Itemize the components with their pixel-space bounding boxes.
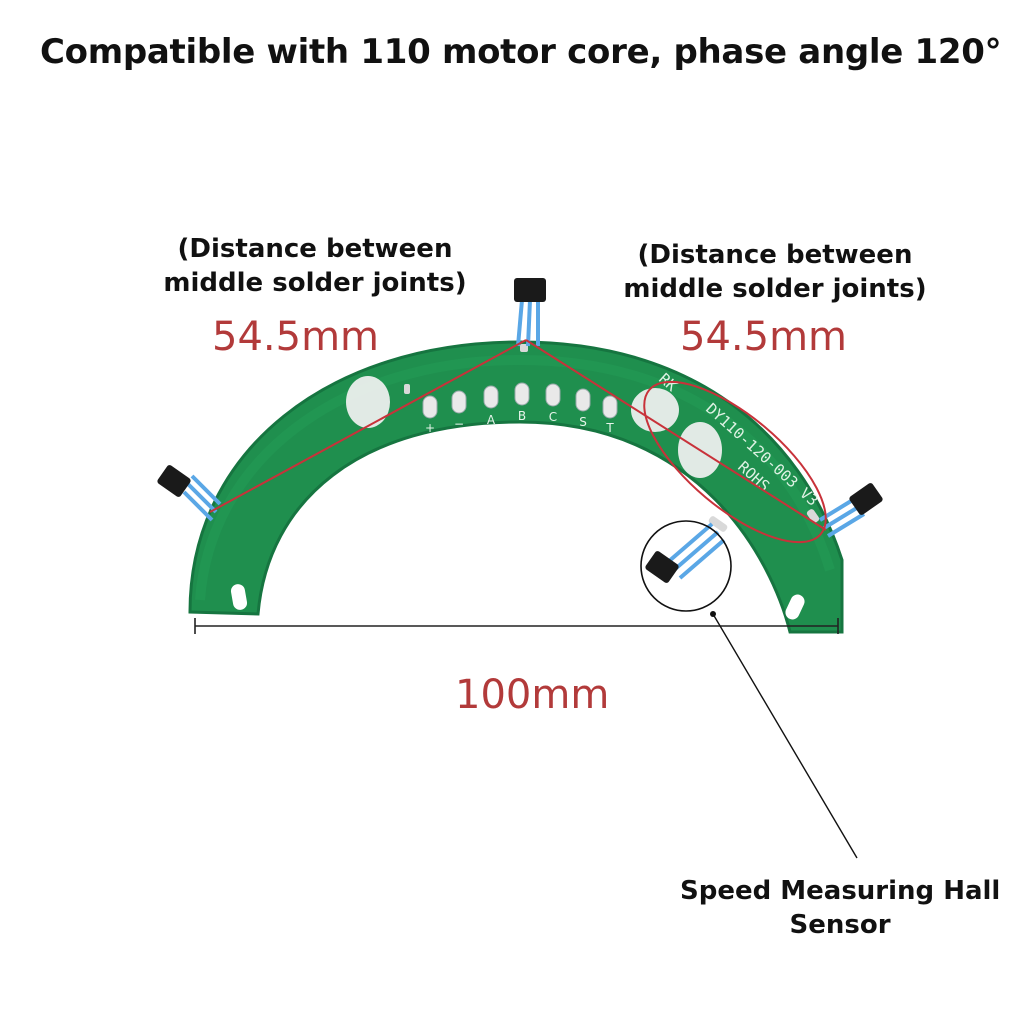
left-note-line-2: middle solder joints) — [163, 268, 467, 298]
speed-sensor-label: Speed Measuring Hall Sensor — [680, 874, 1000, 942]
mount-slot-right — [785, 594, 805, 620]
copper-pad-right-1 — [631, 388, 679, 432]
pad-label-c: C — [549, 410, 557, 424]
right-distance-note: (Distance between middle solder joints) — [620, 238, 930, 306]
pad-label-a: A — [487, 413, 496, 427]
sensor-label-line-2: Sensor — [789, 910, 891, 940]
right-note-line-1: (Distance between — [637, 240, 913, 270]
pad-label-t: T — [605, 421, 614, 435]
left-note-line-1: (Distance between — [177, 234, 453, 264]
width-distance-value: 100mm — [455, 672, 610, 718]
pad-label-s: S — [579, 415, 587, 429]
smd-components — [404, 344, 820, 532]
pad-label-plus: + — [425, 421, 435, 435]
sensor-label-line-1: Speed Measuring Hall — [680, 876, 1001, 906]
mount-slot-left — [230, 584, 248, 610]
pcb-shading — [195, 354, 835, 601]
sensor-circle — [640, 520, 732, 612]
pad-label-b: B — [518, 409, 526, 423]
right-distance-value: 54.5mm — [680, 314, 847, 360]
page-title: Compatible with 110 motor core, phase an… — [40, 32, 1002, 72]
right-note-line-2: middle solder joints) — [623, 274, 927, 304]
pad-label-minus: − — [454, 417, 464, 431]
hall-sensor-left — [157, 465, 222, 522]
hall-sensor-top — [514, 278, 546, 347]
left-distance-value: 54.5mm — [212, 314, 379, 360]
speed-hall-sensor — [645, 522, 726, 583]
measure-line-right — [525, 339, 827, 531]
leader-line — [712, 613, 858, 859]
highlight-ellipse — [643, 380, 827, 544]
measure-line-left — [209, 339, 527, 513]
width-dimension-line — [194, 618, 839, 634]
solder-pad-row — [422, 382, 618, 419]
left-distance-note: (Distance between middle solder joints) — [160, 232, 470, 300]
measure-lines — [209, 339, 827, 531]
copper-pad-left — [346, 376, 390, 428]
